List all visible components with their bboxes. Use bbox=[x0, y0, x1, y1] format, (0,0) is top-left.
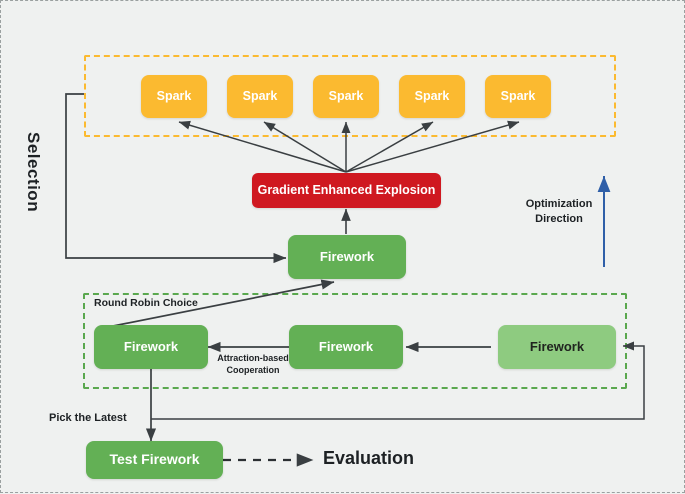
firework-node-middle[interactable]: Firework bbox=[289, 325, 403, 369]
round-robin-dashed-box bbox=[83, 293, 627, 389]
evaluation-label: Evaluation bbox=[323, 448, 415, 468]
optimization-direction-label: Optimization Direction bbox=[525, 198, 593, 225]
pick-the-latest-label: Pick the Latest bbox=[49, 412, 127, 424]
firework-node-left[interactable]: Firework bbox=[94, 325, 208, 369]
test-firework-node[interactable]: Test Firework bbox=[86, 441, 223, 479]
firework-node-right[interactable]: Firework bbox=[498, 325, 616, 369]
spark-node-1[interactable]: Spark bbox=[141, 75, 207, 118]
round-robin-choice-label: Round Robin Choice bbox=[94, 297, 198, 309]
spark-node-3[interactable]: Spark bbox=[313, 75, 379, 118]
gradient-enhanced-explosion-node[interactable]: Gradient Enhanced Explosion bbox=[252, 173, 441, 208]
spark-node-4[interactable]: Spark bbox=[399, 75, 465, 118]
firework-main-node[interactable]: Firework bbox=[288, 235, 406, 279]
spark-group-dashed-box bbox=[84, 55, 616, 137]
spark-node-5[interactable]: Spark bbox=[485, 75, 551, 118]
spark-node-2[interactable]: Spark bbox=[227, 75, 293, 118]
selection-label: Selection bbox=[24, 132, 43, 213]
attraction-based-cooperation-label: Attraction-based Cooperation bbox=[217, 353, 289, 375]
